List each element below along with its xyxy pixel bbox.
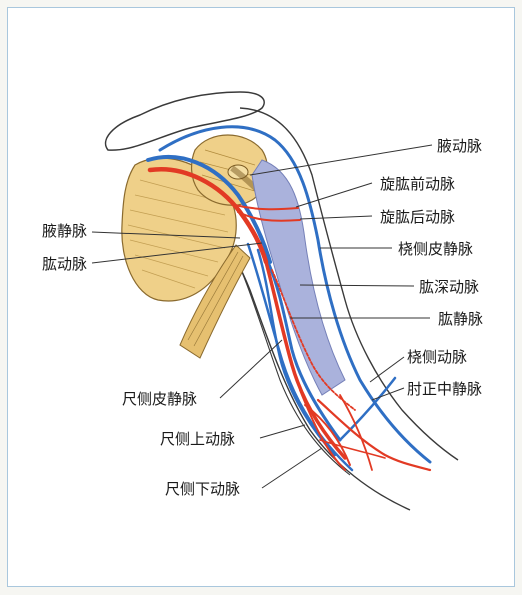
leader-superior-ulnar bbox=[260, 425, 305, 438]
label-inferior-ulnar-collateral-artery: 尺侧下动脉 bbox=[165, 480, 240, 498]
label-superior-ulnar-collateral-artery: 尺侧上动脉 bbox=[160, 430, 235, 448]
label-cephalic-vein: 桡侧皮静脉 bbox=[398, 240, 473, 258]
label-brachial-vein: 肱静脉 bbox=[438, 310, 483, 328]
label-posterior-circumflex-humeral-artery: 旋肱后动脉 bbox=[380, 208, 455, 226]
label-axillary-vein: 腋静脉 bbox=[42, 222, 87, 240]
label-anterior-circumflex-humeral-artery: 旋肱前动脉 bbox=[380, 175, 455, 193]
leader-axillary-artery bbox=[250, 145, 432, 175]
label-axillary-artery: 腋动脉 bbox=[437, 137, 482, 155]
label-radial-artery: 桡侧动脉 bbox=[407, 348, 467, 366]
label-deep-brachial-artery: 肱深动脉 bbox=[419, 278, 479, 296]
leader-inferior-ulnar bbox=[262, 448, 322, 488]
label-brachial-artery: 肱动脉 bbox=[42, 255, 87, 273]
label-median-cubital-vein: 肘正中静脉 bbox=[407, 380, 482, 398]
leader-posterior-circumflex bbox=[300, 216, 372, 219]
label-basilic-vein: 尺侧皮静脉 bbox=[122, 390, 197, 408]
leader-basilic-vein bbox=[220, 340, 282, 398]
leader-deep-brachial bbox=[300, 285, 414, 286]
